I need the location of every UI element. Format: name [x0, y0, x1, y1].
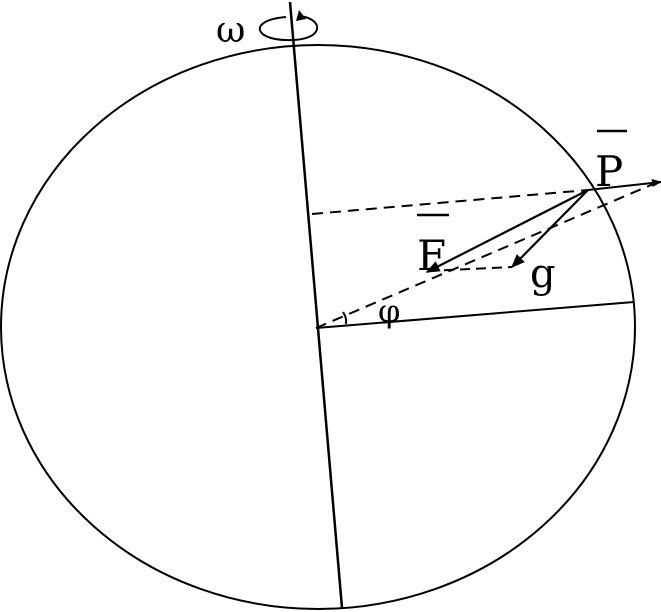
dashed-latitude-radius — [315, 181, 659, 329]
force-F-vector — [425, 189, 589, 273]
g-label: g — [530, 251, 556, 297]
rotation-axis — [288, 1, 344, 609]
P-label: P — [595, 147, 623, 196]
F-label: F — [417, 231, 446, 280]
dashed-parallelogram-side — [427, 266, 513, 272]
gravity-g-vector — [511, 189, 589, 268]
dashed-axis-distance-line — [311, 189, 589, 215]
omega-label: ω — [216, 10, 245, 51]
centrifugal-force-arrow — [587, 179, 661, 191]
earth-outline — [0, 44, 636, 610]
rotation-arrow-icon — [258, 10, 319, 42]
phi-label: φ — [378, 292, 400, 330]
latitude-angle-arc — [342, 311, 348, 325]
equator-radius — [315, 301, 635, 329]
